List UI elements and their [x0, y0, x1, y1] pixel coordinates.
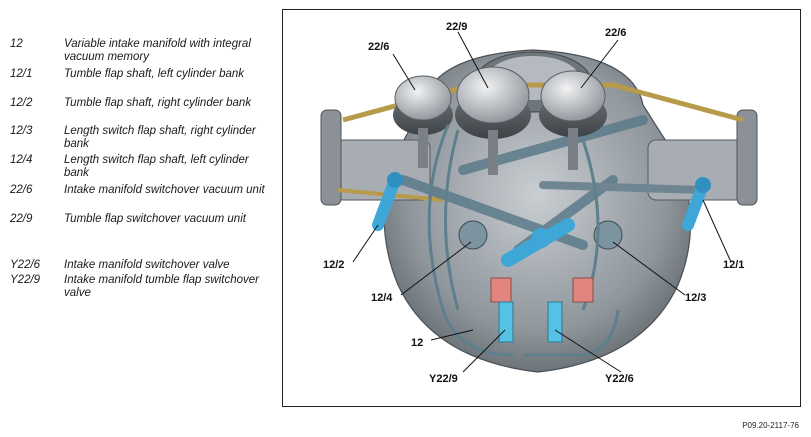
legend-description: Length switch flap shaft, left cylinder …	[64, 154, 249, 179]
intake-manifold-illustration: 22/9 22/6 22/6 12/2 12/1 12/4 12/3 12 Y2…	[282, 9, 801, 407]
legend-code: Y22/9	[10, 274, 41, 286]
legend-description: Intake manifold switchover valve	[64, 259, 230, 271]
length-switch-flap-shaft-12-4	[458, 220, 488, 250]
legend-description: Tumble flap switchover vacuum unit	[64, 213, 246, 225]
length-switch-flap-shaft-12-3	[593, 220, 623, 250]
callout-y22-9: Y22/9	[429, 373, 458, 385]
callout-12-1: 12/1	[723, 259, 744, 271]
legend-code: 22/9	[10, 213, 33, 225]
vacuum-unit-22-6-left	[393, 75, 453, 168]
legend-description: Tumble flap shaft, right cylinder bank	[64, 97, 252, 109]
callout-22-6-right: 22/6	[605, 27, 626, 39]
callout-y22-6: Y22/6	[605, 373, 634, 385]
legend-code: 22/6	[10, 184, 33, 196]
document-reference: P09.20-2117-76	[742, 421, 799, 430]
callout-12-4: 12/4	[371, 292, 393, 304]
leader-lines	[352, 31, 732, 373]
tumble-flap-lever-12-2	[372, 172, 403, 231]
legend-description: Length switch flap shaft, right cylinder…	[64, 125, 256, 150]
legend-panel: 12 Variable intake manifold with integra…	[0, 0, 280, 437]
vacuum-unit-22-6-right	[539, 70, 607, 170]
callout-22-6-left: 22/6	[368, 41, 389, 53]
legend-code: 12/2	[10, 97, 33, 109]
legend-description: Intake manifold tumble flap switchover v…	[64, 274, 259, 299]
legend-code: 12/3	[10, 125, 33, 137]
legend-code: 12	[10, 38, 23, 50]
legend-code: 12/1	[10, 68, 33, 80]
vacuum-unit-22-9	[455, 66, 531, 175]
tumble-flap-lever-12-1	[682, 177, 711, 231]
callout-12: 12	[411, 337, 423, 349]
central-linkage-lever	[501, 218, 575, 267]
manifold-drawing: 22/9 22/6 22/6 12/2 12/1 12/4 12/3 12 Y2…	[320, 21, 758, 385]
callout-12-2: 12/2	[323, 259, 344, 271]
legend-code: Y22/6	[10, 259, 41, 271]
legend-code: 12/4	[10, 154, 33, 166]
legend-description: Variable intake manifold with integral v…	[64, 38, 251, 63]
callout-labels: 22/9 22/6 22/6 12/2 12/1 12/4 12/3 12 Y2…	[323, 21, 744, 385]
callout-12-3: 12/3	[685, 292, 706, 304]
legend-description: Intake manifold switchover vacuum unit	[64, 184, 265, 196]
callout-22-9: 22/9	[446, 21, 467, 33]
legend-description: Tumble flap shaft, left cylinder bank	[64, 68, 245, 80]
